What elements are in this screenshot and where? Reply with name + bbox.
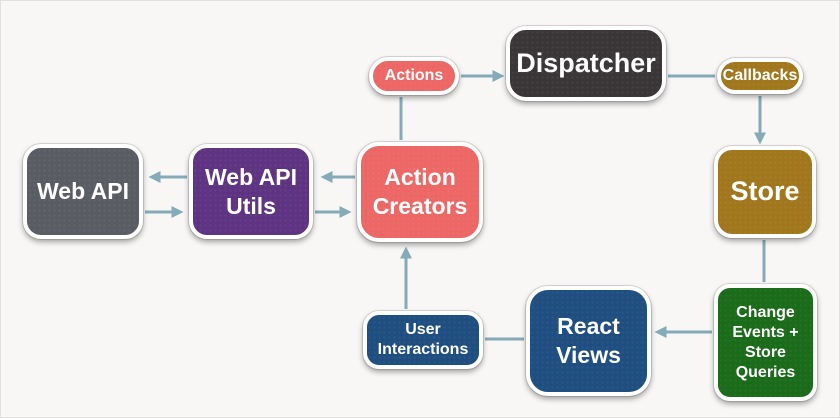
node-store: Store — [714, 146, 816, 238]
node-web-api-utils: Web API Utils — [189, 144, 313, 239]
node-callbacks: Callbacks — [717, 58, 803, 94]
node-user-interactions: User Interactions — [363, 311, 483, 369]
node-web-api: Web API — [23, 144, 143, 239]
node-dispatcher: Dispatcher — [506, 26, 666, 101]
node-callbacks-label: Callbacks — [722, 67, 798, 84]
node-web-api-label: Web API — [36, 178, 129, 205]
node-web-api-utils-label: Web API Utils — [204, 163, 297, 219]
node-actions: Actions — [369, 57, 459, 95]
node-change-events-label: Change Events + Store Queries — [732, 303, 799, 381]
node-change-events: Change Events + Store Queries — [714, 284, 817, 401]
node-action-creators-label: Action Creators — [372, 164, 468, 219]
node-action-creators: Action Creators — [357, 142, 483, 242]
node-react-views: React Views — [526, 286, 651, 396]
node-react-views-label: React Views — [556, 313, 621, 368]
node-store-label: Store — [730, 176, 800, 207]
node-dispatcher-label: Dispatcher — [516, 47, 656, 78]
node-user-interactions-label: User Interactions — [377, 321, 469, 358]
node-actions-label: Actions — [384, 67, 444, 84]
